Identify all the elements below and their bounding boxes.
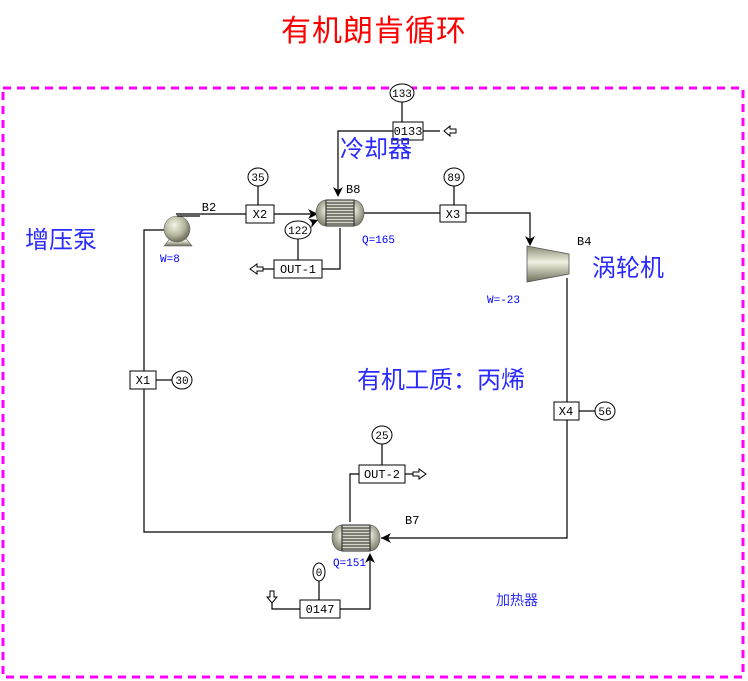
stream-box-x4[interactable] xyxy=(553,401,580,421)
stream-label-b2: B2 xyxy=(202,201,216,215)
block-id-cooler: B8 xyxy=(346,183,360,197)
stream-0147-line-2[interactable] xyxy=(340,555,371,610)
stream-out1-line[interactable] xyxy=(322,228,341,270)
pump-block[interactable] xyxy=(163,215,200,247)
temp-tag-x2 xyxy=(247,167,269,187)
stream-box-x1[interactable] xyxy=(129,370,157,390)
label-working-fluid: 有机工质：丙烯 xyxy=(357,366,525,394)
temp-tag-0147 xyxy=(312,562,326,582)
stream-box-0147[interactable] xyxy=(299,599,341,619)
stream-label-out2: OUT-2 xyxy=(364,468,400,482)
heater-block[interactable] xyxy=(331,524,381,552)
stream-out2-line[interactable] xyxy=(349,473,359,522)
duty-turbine: W=-23 xyxy=(487,295,520,307)
temp-tag-x1 xyxy=(171,370,193,390)
turbine-block[interactable] xyxy=(526,245,570,283)
plant-boundary xyxy=(1,86,745,679)
arrow-cooler-inlet-top xyxy=(333,187,343,197)
duty-pump: W=8 xyxy=(160,254,180,266)
temp-tag-x4 xyxy=(594,401,616,421)
stream-label-x4: X4 xyxy=(559,405,573,419)
arrow-heater-inlet-bottom xyxy=(365,553,375,563)
temp-tag-out2 xyxy=(371,425,393,445)
label-pump: 增压泵 xyxy=(25,226,97,254)
temp-tag-0133 xyxy=(389,83,415,103)
diagram-title: 有机朗肯循环 xyxy=(281,14,467,49)
stream-box-out1[interactable] xyxy=(273,259,323,279)
feed-arrow-0133[interactable] xyxy=(443,124,457,138)
temp-tag-x3 xyxy=(443,167,465,187)
temp-value-x1: 30 xyxy=(175,376,188,388)
temp-tag-out1 xyxy=(284,220,312,240)
stream-label-0147: 0147 xyxy=(306,603,335,617)
temp-value-out1: 122 xyxy=(288,226,308,238)
stream-0133-line-2[interactable] xyxy=(337,130,393,195)
product-arrow-out2[interactable] xyxy=(412,468,427,480)
cooler-block[interactable] xyxy=(315,199,365,227)
stream-label-0133: 0133 xyxy=(394,125,423,139)
block-id-heater: B7 xyxy=(405,514,419,528)
stream-x3-line-2[interactable] xyxy=(466,212,531,242)
stream-label-x2: X2 xyxy=(253,208,267,222)
stream-box-0133[interactable] xyxy=(392,121,424,141)
stream-label-out1: OUT-1 xyxy=(280,263,316,277)
product-arrow-out1[interactable] xyxy=(249,263,264,275)
duty-heater: Q=151 xyxy=(333,558,366,570)
label-turbine: 涡轮机 xyxy=(592,254,664,282)
temp-value-x4: 56 xyxy=(598,407,611,419)
temp-value-out2: 25 xyxy=(375,431,388,443)
stream-box-x2[interactable] xyxy=(245,204,275,224)
temp-value-0147: 0 xyxy=(316,568,323,580)
stream-x4-line-2[interactable] xyxy=(381,420,568,539)
duty-cooler: Q=165 xyxy=(362,235,395,247)
arrow-cooler-inlet-x2 xyxy=(308,209,318,219)
temp-value-0133: 133 xyxy=(392,89,412,101)
product-arrow-0147[interactable] xyxy=(265,590,279,604)
arrow-cooler-inlet-122 xyxy=(309,219,318,228)
stream-0147-line[interactable] xyxy=(271,603,300,610)
block-id-turbine: B4 xyxy=(577,235,591,249)
arrow-turbine-inlet xyxy=(525,236,535,246)
stream-label-x3: X3 xyxy=(446,208,460,222)
label-cooler: 冷却器 xyxy=(340,135,412,163)
stream-label-x1: X1 xyxy=(136,374,150,388)
temp-value-x2: 35 xyxy=(251,173,264,185)
stream-box-x3[interactable] xyxy=(439,204,467,223)
temp-value-x3: 89 xyxy=(447,173,460,185)
stream-box-out2[interactable] xyxy=(358,464,406,484)
arrow-heater-inlet-right xyxy=(381,533,391,543)
label-heater: 加热器 xyxy=(496,593,538,609)
